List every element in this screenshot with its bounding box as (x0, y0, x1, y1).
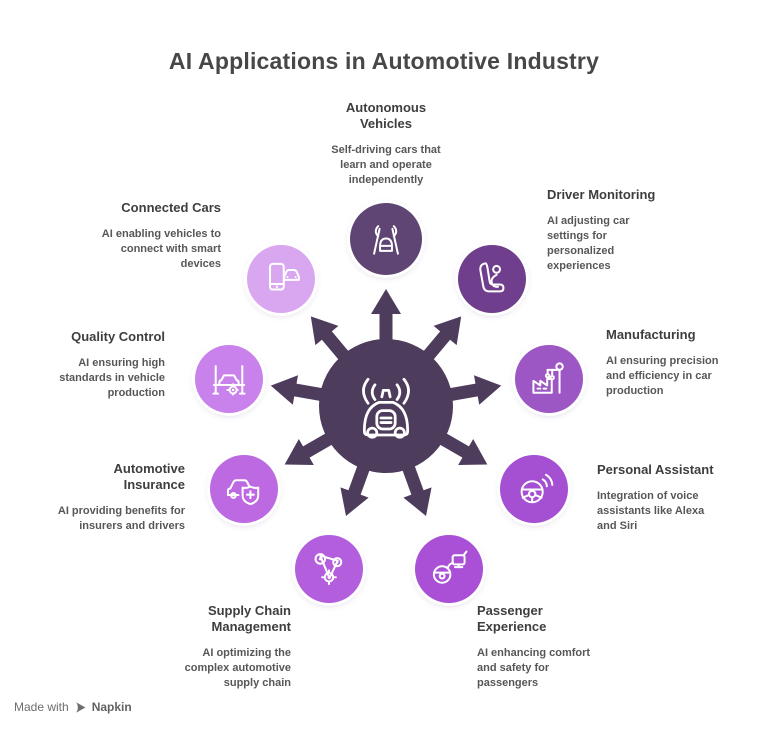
node-description: AI providing benefits for insurers and d… (57, 505, 185, 532)
node-description: AI enabling vehicles to connect with sma… (101, 228, 221, 270)
node-circle-personal-assistant (500, 455, 568, 523)
belt-pulley-icon (314, 553, 343, 586)
node-description: AI ensuring high standards in vehicle pr… (59, 357, 165, 399)
node-circle-manufacturing (515, 345, 583, 413)
driver-seat-icon (479, 262, 505, 293)
node-description: AI ensuring precision and efficiency in … (606, 355, 719, 397)
phone-car-icon (268, 262, 300, 291)
node-label: Connected Cars (121, 200, 221, 215)
node-label: Passenger Experience (477, 603, 547, 634)
node-description: Self-driving cars that learn and operate… (331, 144, 441, 186)
made-with-napkin-badge[interactable]: Made with Napkin (14, 700, 132, 714)
node-manufacturing: Manufacturing AI ensuring precision and … (606, 327, 756, 399)
node-label: Driver Monitoring (547, 187, 656, 202)
node-passenger-experience: Passenger Experience AI enhancing comfor… (477, 603, 637, 691)
node-driver-monitoring: Driver Monitoring AI adjusting car setti… (547, 187, 687, 274)
node-quality-control: Quality Control AI ensuring high standar… (15, 329, 165, 401)
node-circle-quality-control (195, 345, 263, 413)
node-supply-chain-management: Supply Chain Management AI optimizing th… (131, 603, 291, 691)
pen-icon (75, 701, 86, 713)
node-description: AI adjusting car settings for personaliz… (547, 215, 630, 272)
node-circle-driver-monitoring (458, 245, 526, 313)
node-connected-cars: Connected Cars AI enabling vehicles to c… (61, 200, 221, 272)
node-circle-passenger-experience (415, 535, 483, 603)
node-circle-autonomous-vehicles (350, 203, 422, 275)
node-description: Integration of voice assistants like Ale… (597, 490, 705, 532)
factory-crane-icon (532, 362, 564, 394)
arrow-to-autonomous-vehicles (371, 289, 401, 368)
wheel-screen-icon (432, 550, 468, 584)
car-shield-icon (226, 479, 260, 506)
node-label: Quality Control (71, 329, 165, 344)
node-autonomous-vehicles: Autonomous Vehicles Self-driving cars th… (306, 100, 466, 188)
arrow-to-manufacturing (422, 375, 502, 406)
node-personal-assistant: Personal Assistant Integration of voice … (597, 462, 752, 534)
node-circle-automotive-insurance (210, 455, 278, 523)
car-lift-gear-icon (212, 365, 246, 396)
autonomous-car-antenna-icon (362, 377, 410, 439)
steering-wheel-voice-icon (520, 473, 554, 504)
node-circle-connected-cars (247, 245, 315, 313)
node-description: AI enhancing comfort and safety for pass… (477, 647, 591, 689)
page-title: AI Applications in Automotive Industry (168, 48, 600, 74)
made-with-text: Made with (14, 700, 69, 714)
arrow-to-quality-control (270, 375, 350, 406)
node-label: Supply Chain Management (207, 603, 291, 634)
node-label: Autonomous Vehicles (345, 100, 427, 131)
node-circle-supply-chain (295, 535, 363, 603)
node-label: Personal Assistant (597, 462, 714, 477)
node-description: AI optimizing the complex automotive sup… (184, 647, 291, 689)
self-driving-car-icon (373, 225, 399, 255)
node-label: Manufacturing (606, 327, 696, 342)
node-automotive-insurance: Automotive Insurance AI providing benefi… (35, 461, 185, 534)
brand-text: Napkin (91, 700, 132, 714)
node-label: Automotive Insurance (113, 461, 186, 492)
